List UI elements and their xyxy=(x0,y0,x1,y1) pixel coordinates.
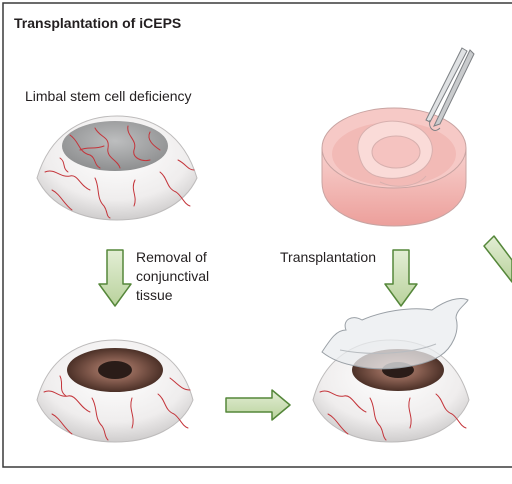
pupil xyxy=(98,361,132,379)
label-removal: Removal of conjunctival tissue xyxy=(136,249,210,303)
arrow-partial-edge xyxy=(483,235,512,283)
eye-transplant xyxy=(312,297,470,443)
arrow-right xyxy=(225,389,291,421)
panel-frame xyxy=(2,2,512,468)
arrow-down-transplant xyxy=(384,249,418,307)
cell-sheet xyxy=(321,297,469,370)
eye-deficient xyxy=(36,115,198,221)
eye-vessels xyxy=(43,375,191,441)
arrow-down-removal xyxy=(98,249,132,307)
eye-vessels xyxy=(319,390,467,441)
label-limbal-deficiency: Limbal stem cell deficiency xyxy=(25,88,192,104)
eye-vessels xyxy=(44,125,195,219)
eye-normal xyxy=(36,339,194,443)
label-transplantation: Transplantation xyxy=(280,249,376,265)
tweezers xyxy=(433,49,475,127)
opaque-cornea xyxy=(62,121,168,171)
figure-title: Transplantation of iCEPS xyxy=(14,15,182,31)
culture-dish xyxy=(321,47,475,227)
